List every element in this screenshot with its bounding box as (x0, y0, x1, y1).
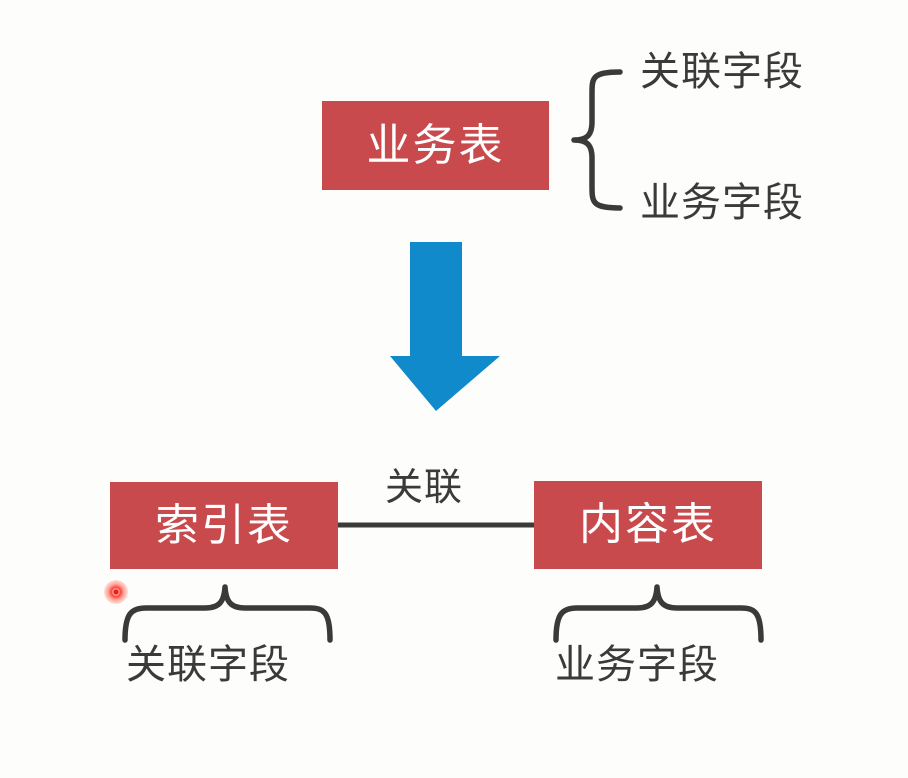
bottom-left-brace-icon (122, 584, 333, 643)
bottom-business-field-label: 业务字段 (555, 642, 719, 688)
index-table-box[interactable]: 索引表 (110, 482, 338, 569)
bottom-right-brace-icon (553, 584, 764, 643)
top-relation-field-label: 关联字段 (640, 49, 804, 95)
top-business-field-label: 业务字段 (640, 180, 804, 226)
bottom-relation-field-label: 关联字段 (126, 642, 290, 688)
cursor-dot-icon (112, 588, 120, 596)
business-table-box[interactable]: 业务表 (322, 101, 549, 190)
top-brace-icon (571, 69, 623, 211)
cursor-click-marker (104, 580, 128, 604)
association-label: 关联 (385, 465, 464, 509)
content-table-box[interactable]: 内容表 (534, 481, 762, 569)
arrow-down-icon (390, 242, 500, 411)
